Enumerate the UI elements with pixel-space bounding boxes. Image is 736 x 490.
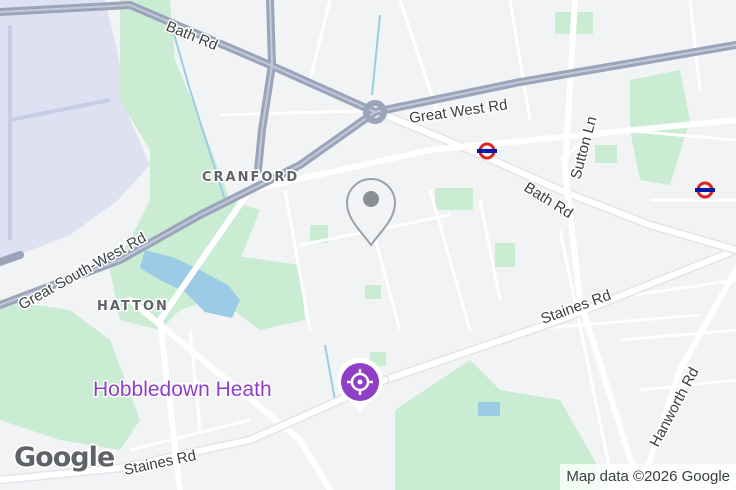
park-area <box>0 300 140 450</box>
stream <box>169 14 381 401</box>
park-area <box>370 352 386 366</box>
map-attribution[interactable]: Map data ©2026 Google <box>560 464 736 490</box>
park-area <box>495 243 515 267</box>
park-area <box>435 188 473 210</box>
roundabout <box>363 100 387 124</box>
underground-station-icon[interactable] <box>695 181 715 199</box>
poi-label[interactable]: Hobbledown Heath <box>92 377 274 403</box>
location-pin-icon[interactable] <box>345 178 397 247</box>
park-area <box>395 360 600 490</box>
park-area <box>310 225 328 243</box>
attraction-icon[interactable] <box>337 357 383 412</box>
road-label-staines-rd-w: Staines Rd <box>122 447 197 479</box>
airport-area <box>0 0 150 262</box>
lake <box>140 250 240 318</box>
pond <box>478 402 500 416</box>
airport-taxiway <box>8 25 111 240</box>
area-label-cranford: CRANFORD <box>202 170 299 185</box>
park-area <box>595 145 617 163</box>
area-label-hatton: HATTON <box>97 299 169 314</box>
park-area <box>365 285 381 299</box>
google-logo: Google <box>14 442 115 473</box>
underground-station-icon[interactable] <box>477 142 497 160</box>
park-area <box>220 255 305 330</box>
